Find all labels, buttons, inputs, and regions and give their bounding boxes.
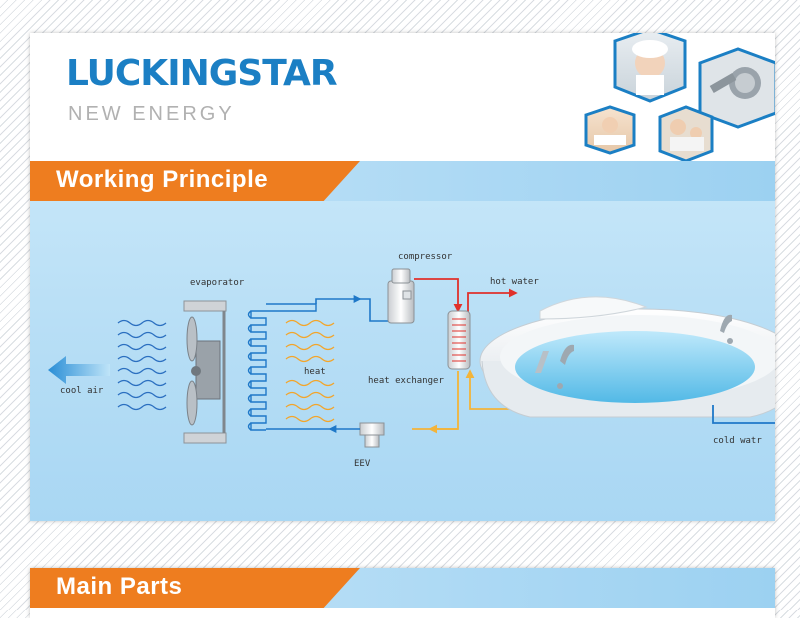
lifestyle-photos <box>584 33 775 163</box>
label-heat-exchanger: heat exchanger <box>368 376 444 386</box>
header-card: LUCKINGSTAR NEW ENERGY Working Principle <box>30 33 775 521</box>
main-parts-card: Main Parts <box>30 568 775 618</box>
line-cold-water <box>712 405 775 424</box>
label-evaporator: evaporator <box>190 278 245 288</box>
line-warm-return <box>465 369 514 410</box>
label-hot-water: hot water <box>490 277 539 287</box>
brand-tagline: NEW ENERGY <box>68 103 235 125</box>
heat-exchanger-icon <box>447 310 471 370</box>
section-tab-main-parts <box>30 568 360 608</box>
section-title-working-principle: Working Principle <box>56 166 269 193</box>
label-cool-air: cool air <box>60 386 104 396</box>
cool-air-arrow-icon <box>48 356 110 384</box>
line-to-compressor <box>315 295 362 304</box>
working-principle-panel: Working Principle cool air <box>30 161 775 521</box>
section-tab <box>30 161 360 201</box>
heat-pump-diagram: cool air evapo <box>48 252 775 469</box>
line-hot-water <box>467 288 518 321</box>
compressor-icon <box>387 268 415 324</box>
label-compressor: compressor <box>398 252 453 262</box>
evaporator-coil <box>250 303 317 431</box>
heat-waves <box>285 319 335 423</box>
fan-icon <box>183 300 227 444</box>
photo-family <box>658 105 714 163</box>
brand-logo: LUCKINGSTAR <box>66 53 338 94</box>
cool-air-waves <box>117 319 167 411</box>
label-heat: heat <box>304 367 326 377</box>
label-cold-water: cold watr <box>713 436 762 446</box>
section-title-main-parts: Main Parts <box>56 573 183 600</box>
eev-valve-icon <box>359 422 385 448</box>
evaporator-coil-loops <box>247 310 252 431</box>
label-eev: EEV <box>354 459 371 469</box>
bathtub-image <box>479 296 775 418</box>
line-hot-refrigerant <box>414 278 463 313</box>
